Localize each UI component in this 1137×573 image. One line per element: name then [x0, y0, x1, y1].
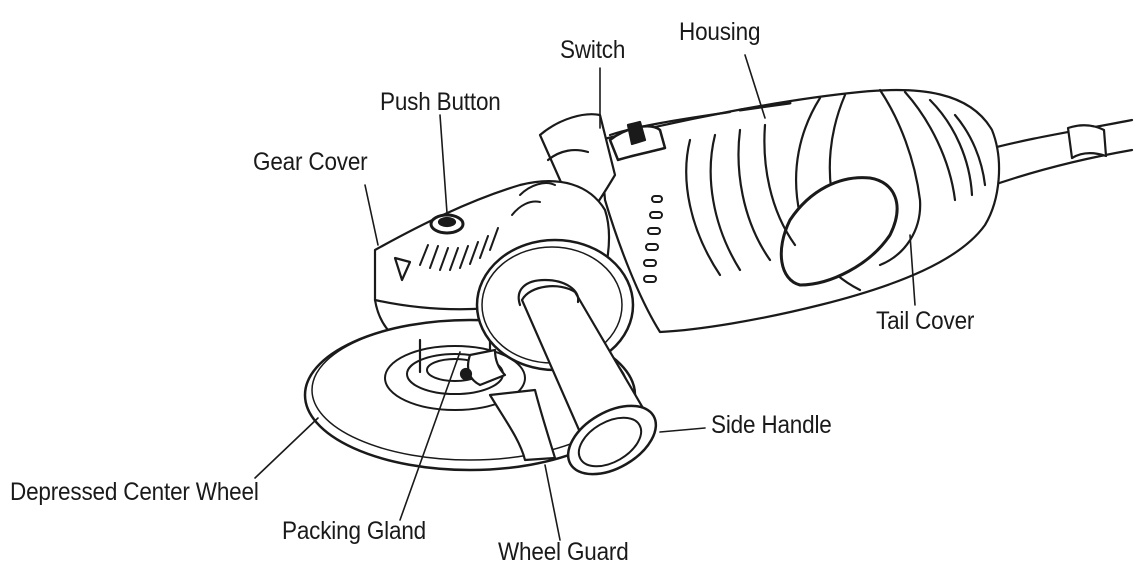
label-push-button: Push Button: [380, 88, 501, 117]
label-packing-gland: Packing Gland: [282, 517, 426, 546]
label-switch: Switch: [560, 36, 625, 65]
leader-depressed-center-wheel: [255, 418, 318, 478]
housing-body: [600, 90, 999, 332]
leader-side-handle: [660, 428, 705, 432]
leader-wheel-guard: [545, 465, 560, 540]
label-tail-cover: Tail Cover: [876, 307, 974, 336]
leader-push-button: [440, 115, 447, 213]
leader-gear-cover: [365, 185, 378, 245]
label-depressed-center-wheel: Depressed Center Wheel: [10, 478, 259, 507]
label-gear-cover: Gear Cover: [253, 148, 367, 177]
label-side-handle: Side Handle: [711, 411, 832, 440]
power-cord: [985, 120, 1132, 188]
label-housing: Housing: [679, 18, 760, 47]
label-wheel-guard: Wheel Guard: [498, 538, 629, 567]
